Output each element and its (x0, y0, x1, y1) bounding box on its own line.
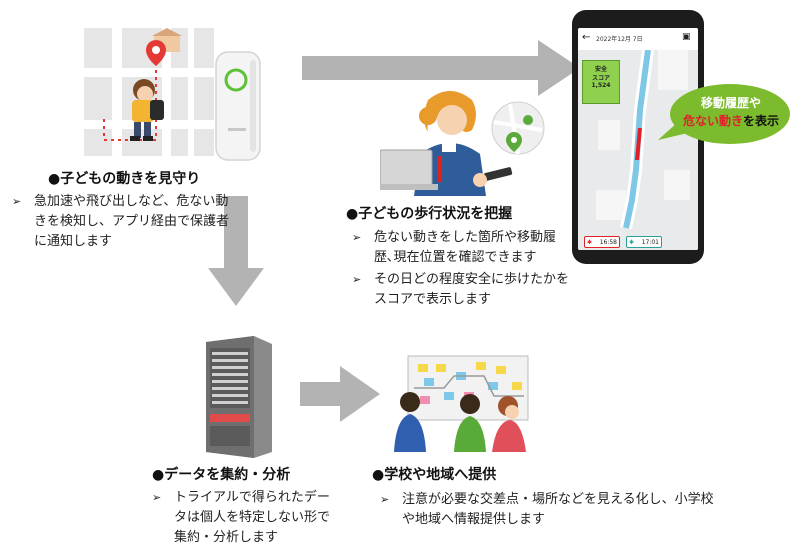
status-bullet-1: ➢ 危ない動きをした箇所や移動履歴､現在位置を確認できます (352, 230, 557, 265)
bullet-arrow-icon: ➢ (352, 273, 362, 286)
smartphone-frame: ← 2022年12月 7日 ▣ 安全 スコア 1,524 ✱ 16:58 ✱ (572, 10, 704, 264)
tracker-device (215, 51, 261, 161)
callout-rest: を表示 (743, 114, 780, 128)
arrow-right-bottom (300, 366, 380, 422)
score-label-2: スコア (591, 75, 610, 82)
callout-bubble-shape (658, 84, 790, 144)
parent-with-laptop-illustration (380, 91, 513, 196)
score-value: 1,524 (591, 82, 611, 89)
aggregate-bullet: ➢ トライアルで得られたデータは個人を特定しない形で集約・分析します (152, 490, 331, 545)
start-time-chip[interactable]: ✱ 16:58 (584, 236, 620, 248)
arrow-right-top (302, 40, 580, 96)
provide-bullet: ➢ 注意が必要な交差点・場所などを見える化し、小学校や地域へ情報提供します (380, 492, 714, 527)
callout-line2: 危ない動きを表示 (672, 112, 790, 130)
app-screen: ← 2022年12月 7日 ▣ 安全 スコア 1,524 ✱ 16:58 ✱ (578, 28, 698, 250)
community-meeting-illustration (394, 355, 529, 452)
app-header: ← 2022年12月 7日 ▣ (578, 28, 698, 51)
status-heading: ●子どもの歩行状況を把握 (346, 206, 513, 222)
bullet-arrow-icon: ➢ (380, 493, 390, 506)
calendar-icon[interactable]: ▣ (682, 32, 691, 42)
aggregate-heading: ●データを集約・分析 (152, 467, 291, 483)
provide-heading: ●学校や地域へ提供 (372, 467, 497, 483)
walker-green-icon: ✱ (629, 239, 635, 246)
monitor-heading: ●子どもの動きを見守り (48, 171, 201, 187)
back-arrow-icon[interactable]: ← (582, 32, 591, 43)
bullet-arrow-icon: ➢ (152, 491, 162, 504)
bullet-arrow-icon: ➢ (12, 195, 22, 208)
arrow-down (208, 196, 264, 306)
server-rack-icon (206, 336, 272, 458)
map-pin-bubble (491, 101, 545, 155)
callout-line1: 移動履歴や (700, 96, 761, 110)
date-label: 2022年12月 7日 (596, 36, 643, 43)
bullet-arrow-icon: ➢ (352, 231, 362, 244)
child-map-illustration (84, 28, 214, 156)
walker-red-icon: ✱ (587, 239, 593, 246)
safety-score-card[interactable]: 安全 スコア 1,524 (582, 60, 620, 104)
monitor-bullet: ➢ 急加速や飛び出しなど、危ない動きを検知し、アプリ経由で保護者に通知します (12, 194, 230, 249)
end-time-chip[interactable]: ✱ 17:01 (626, 236, 662, 248)
score-label-1: 安全 (594, 66, 607, 73)
callout-text: 移動履歴や 危ない動きを表示 (672, 94, 790, 130)
status-bullet-2: ➢ その日どの程度安全に歩けたかをスコアで表示します (352, 272, 570, 307)
callout-highlight: 危ない動き (682, 114, 743, 128)
